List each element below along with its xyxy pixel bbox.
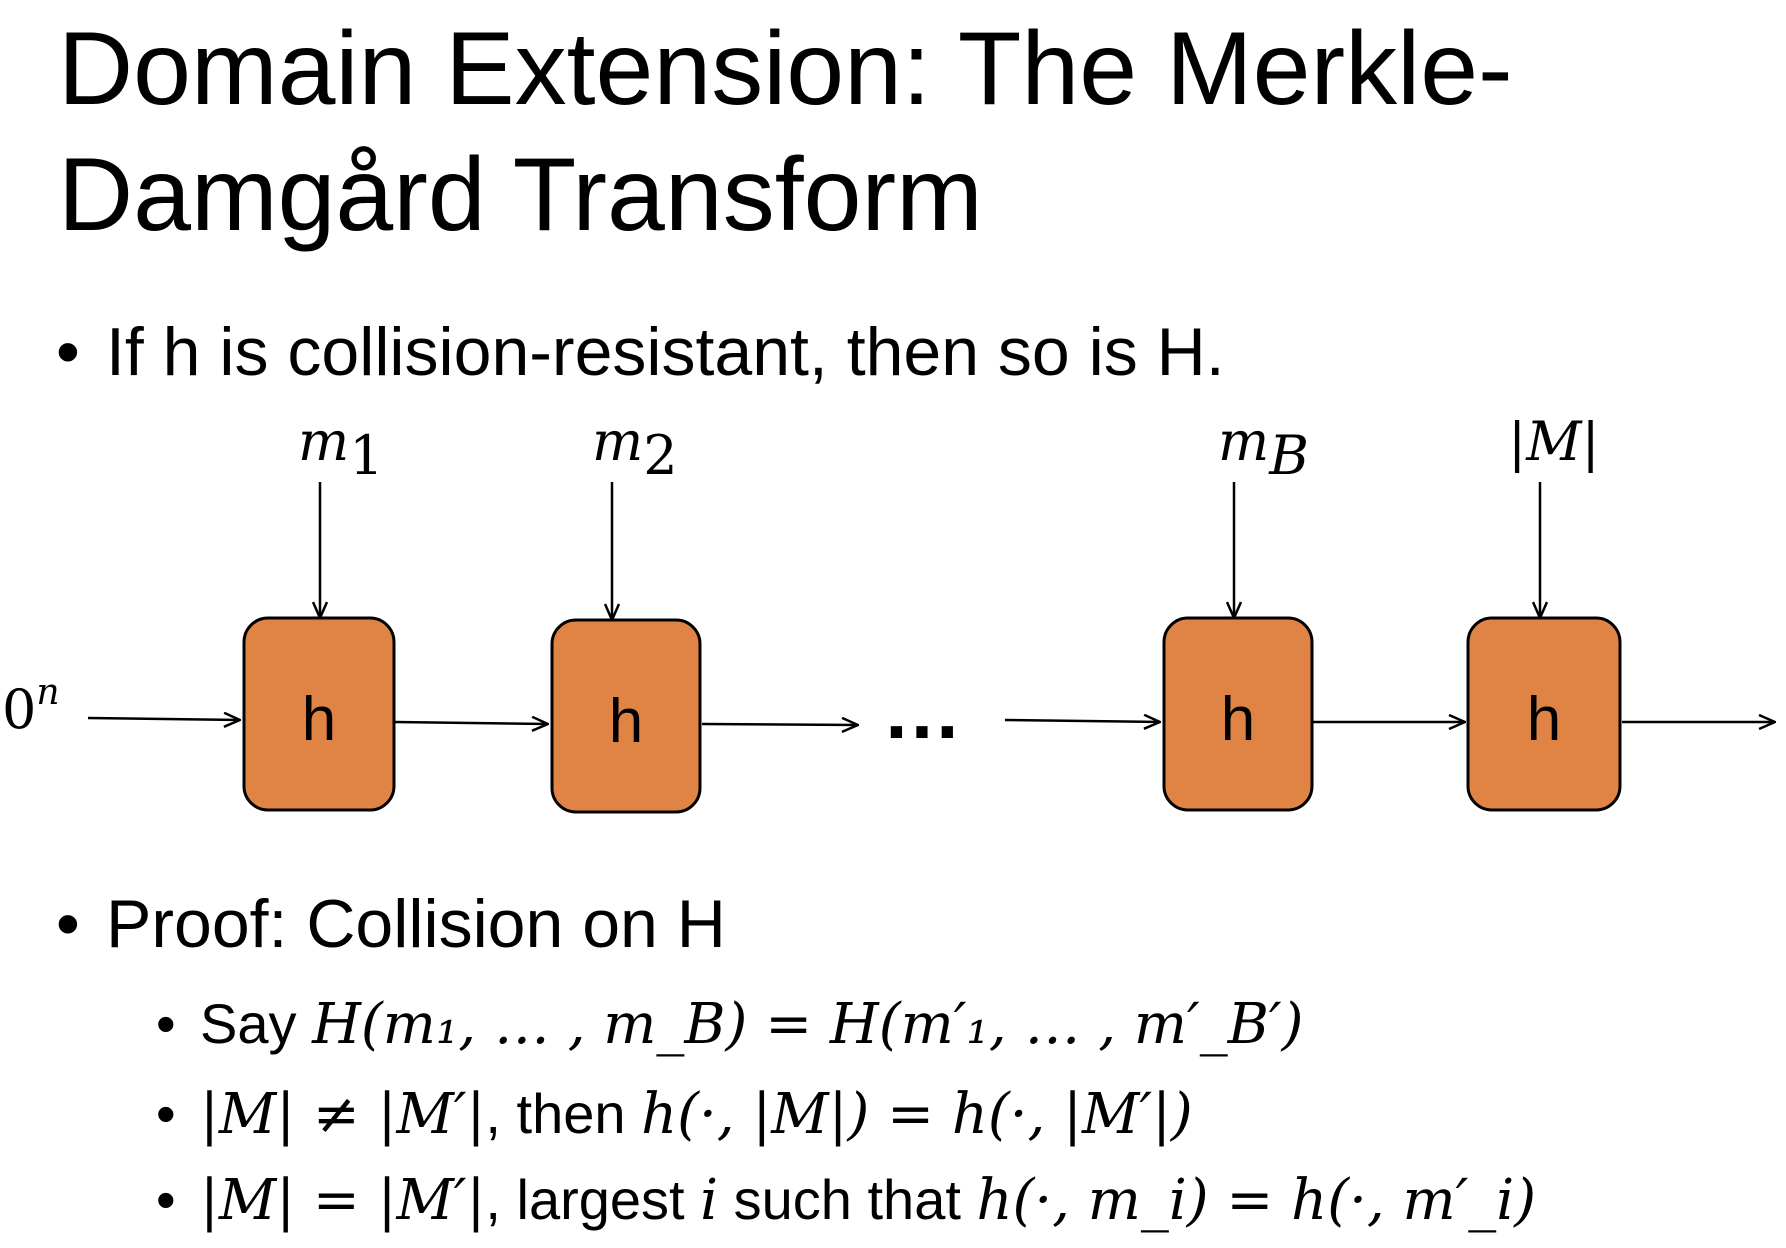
block-2-box [550,618,702,814]
bullet-dot: • [56,314,80,390]
chain-arrow-iv [87,718,240,720]
subbullet-say: •Say H(m₁, … , m_B) = H(m′₁, … , m′_B′) [156,996,1303,1053]
chain-ellipsis: … [882,666,962,755]
compression-block-1: m1 h [242,420,396,812]
bullet-dot: • [56,886,80,962]
merkle-damgard-diagram: 0n … m1 h m2 h mB h |M| h [2,420,1786,814]
block-1-input-label: m1 [298,420,384,487]
subbullet-2-math-1: |M| ≠ |M′| [200,1082,486,1147]
chain-arrow-3 [1004,720,1160,722]
block-2-label: h [609,687,643,756]
subbullet-2-math-2: h(·, |M|) = h(·, |M′|) [641,1082,1193,1147]
title-line-2: Damgård Transform [58,137,983,253]
subbullet-3-text-2: such that [718,1168,977,1231]
subbullet-length-differs: •|M| ≠ |M′|, then h(·, |M|) = h(·, |M′|) [156,1086,1193,1143]
block-1-label: h [302,685,336,754]
compression-block-2: m2 h [550,420,702,814]
subbullet-3-math-i: i [700,1168,719,1233]
subbullet-dot: • [156,1082,176,1145]
subbullet-2-text: , then [485,1082,642,1145]
block-1-box [242,616,396,812]
subbullet-3-math-1: |M| = |M′| [200,1168,486,1233]
bullet-proof-text: Proof: Collision on H [106,886,726,962]
slide-title: Domain Extension: The Merkle- Damgård Tr… [58,6,1758,258]
subbullet-3-math-2: h(·, m_i) = h(·, m′_i) [976,1168,1537,1233]
bullet-proof: •Proof: Collision on H [56,890,726,958]
bullet-claim: •If h is collision-resistant, then so is… [56,318,1225,386]
subbullet-3-text-1: , largest [485,1168,701,1231]
subbullet-length-equal: •|M| = |M′|, largest i such that h(·, m_… [156,1172,1536,1229]
chain-arrow-1 [394,722,548,724]
subbullet-dot: • [156,1168,176,1231]
block-B-input-label: mB [1218,420,1309,487]
compression-block-B: mB h [1162,420,1314,812]
block-2-input-label: m2 [592,420,678,487]
iv-label: 0n [2,672,60,741]
subbullet-say-math: H(m₁, … , m_B) = H(m′₁, … , m′_B′) [312,992,1304,1057]
length-block-label: h [1527,685,1561,754]
compression-block-length: |M| h [1466,420,1622,812]
length-input-label: |M| [1508,420,1600,473]
length-block-box [1466,616,1622,812]
block-B-box [1162,616,1314,812]
title-line-1: Domain Extension: The Merkle- [58,11,1513,127]
bullet-claim-text: If h is collision-resistant, then so is … [106,314,1225,390]
chain-arrow-2 [701,724,858,725]
block-B-label: h [1221,685,1255,754]
subbullet-dot: • [156,992,176,1055]
subbullet-say-text: Say [200,992,313,1055]
